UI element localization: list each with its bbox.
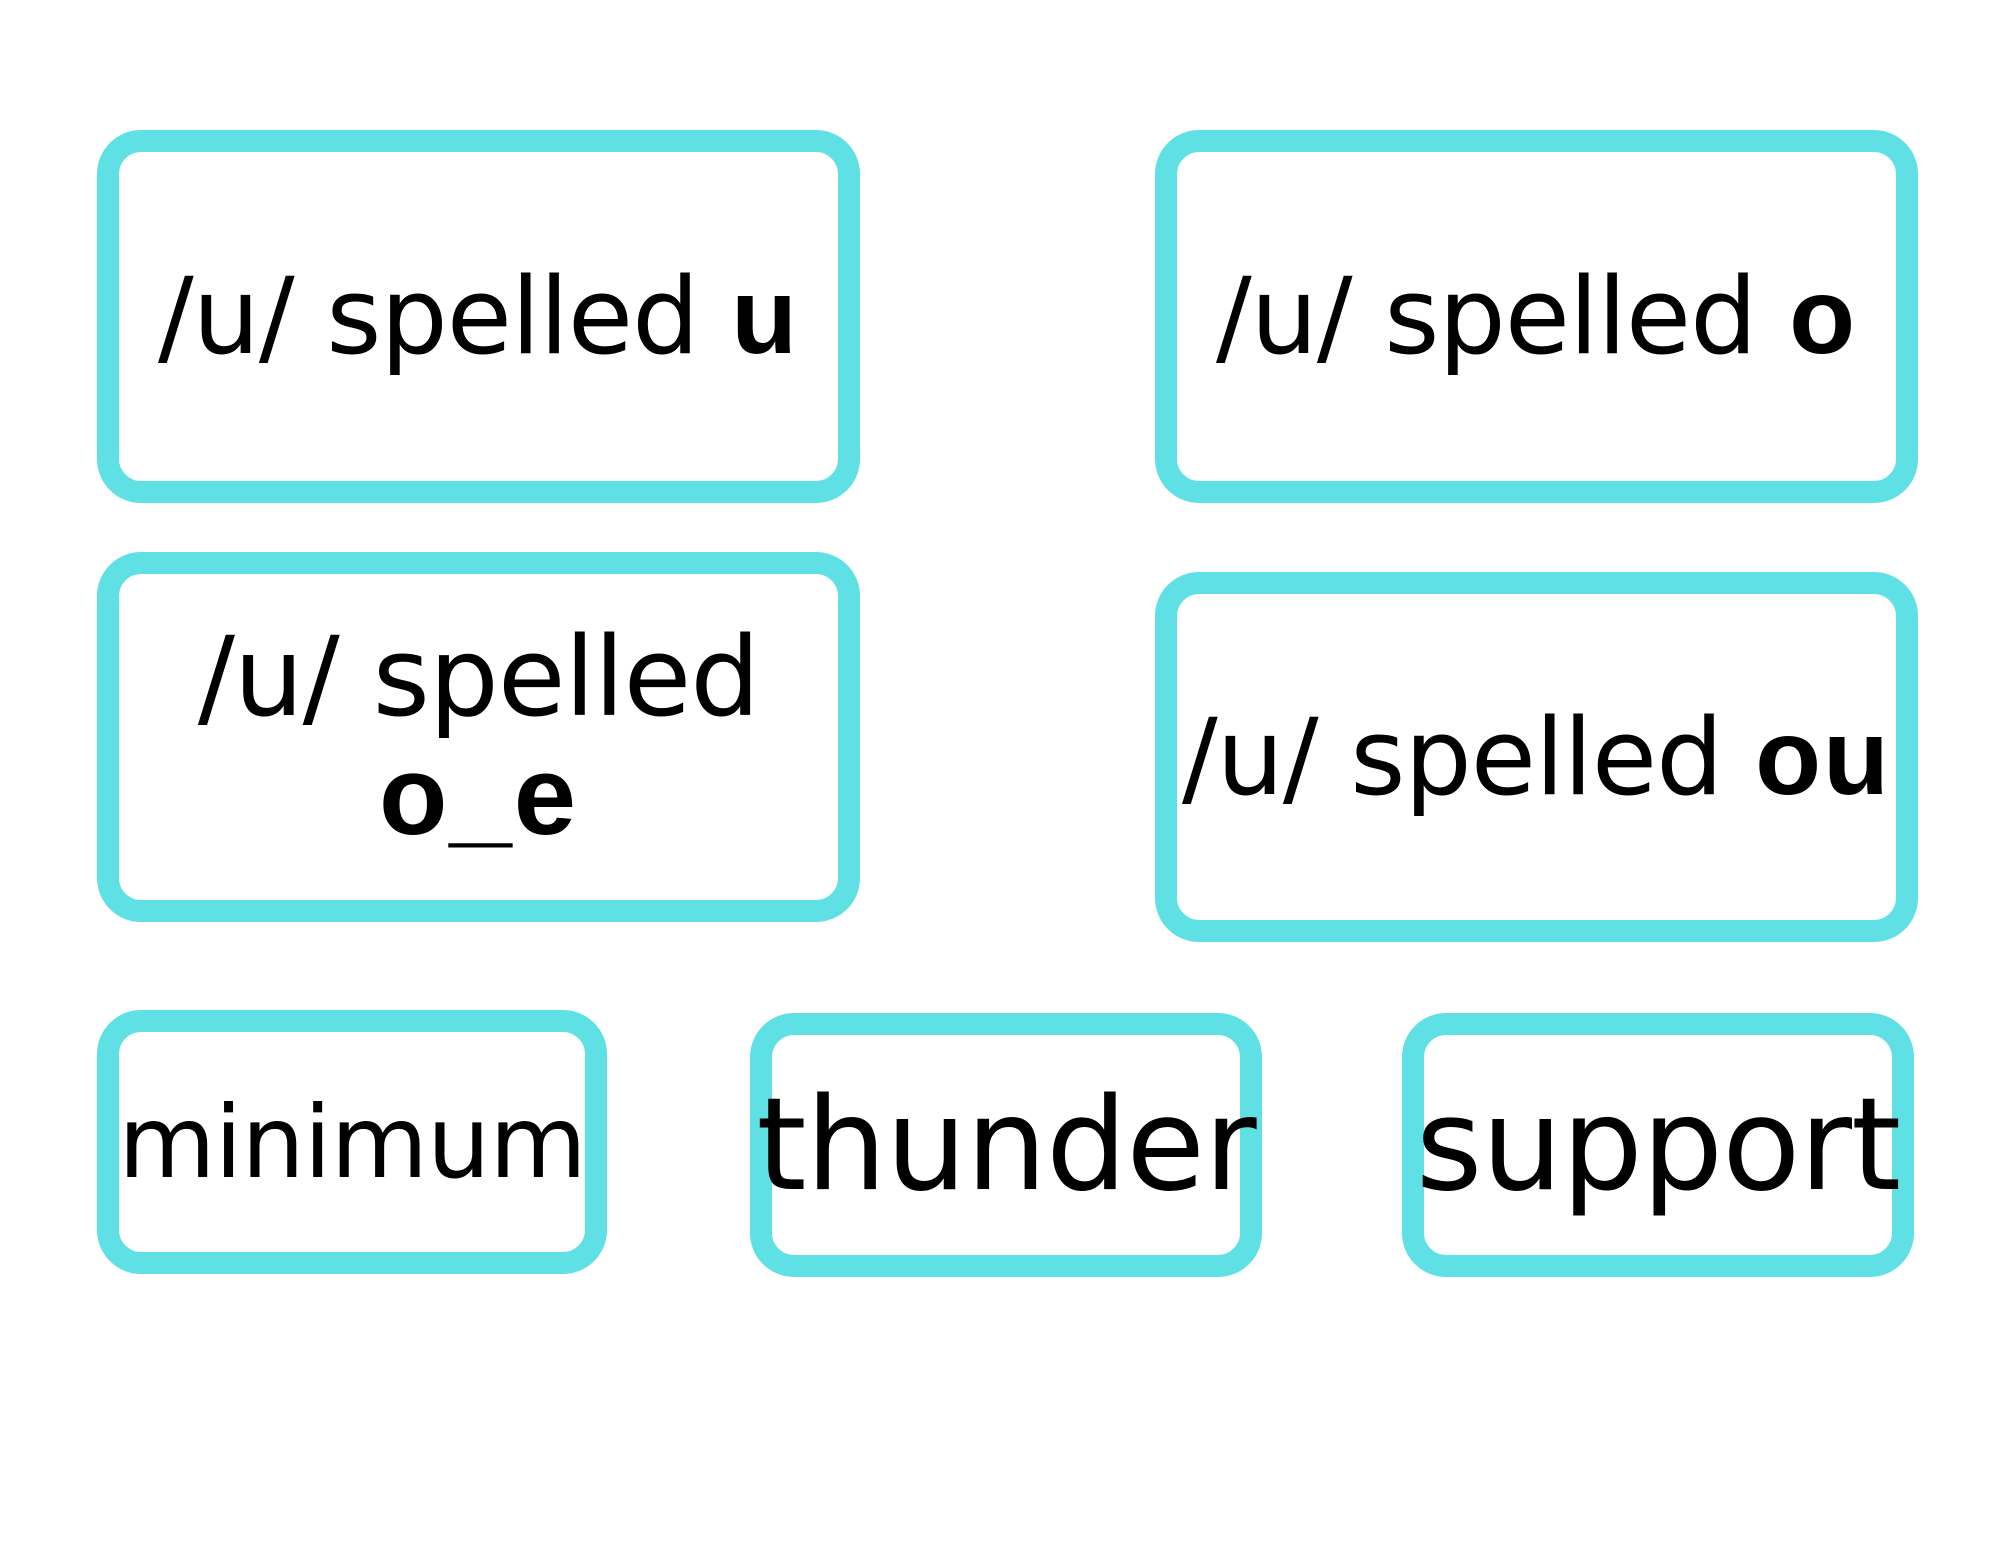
word-card-minimum[interactable]: minimum <box>97 1010 607 1274</box>
header-card-u[interactable]: /u/ spelled u <box>97 130 860 503</box>
word-text: minimum <box>118 1083 587 1201</box>
word-text: support <box>1415 1070 1901 1220</box>
header-label: /u/ spelled <box>1215 255 1790 379</box>
word-card-thunder[interactable]: thunder <box>750 1013 1262 1277</box>
header-card-text: /u/ spelled ou <box>1181 695 1892 819</box>
header-card-text: /u/ spelled u <box>157 255 800 379</box>
word-text: thunder <box>756 1070 1256 1220</box>
header-label: /u/ spelled <box>157 255 732 379</box>
header-card-text: /u/ spelled o_e <box>198 622 760 858</box>
header-card-ou[interactable]: /u/ spelled ou <box>1155 572 1918 942</box>
spelling-pattern: o <box>1789 255 1858 377</box>
spelling-pattern: o_e <box>379 733 578 858</box>
header-label: /u/ spelled <box>1181 695 1756 819</box>
header-card-o[interactable]: /u/ spelled o <box>1155 130 1918 503</box>
header-label: /u/ spelled <box>197 613 760 741</box>
word-card-support[interactable]: support <box>1402 1013 1914 1277</box>
spelling-pattern: ou <box>1755 695 1892 817</box>
spelling-pattern: u <box>731 255 800 377</box>
header-card-text: /u/ spelled o <box>1215 255 1858 379</box>
header-card-o-e[interactable]: /u/ spelled o_e <box>97 552 860 922</box>
